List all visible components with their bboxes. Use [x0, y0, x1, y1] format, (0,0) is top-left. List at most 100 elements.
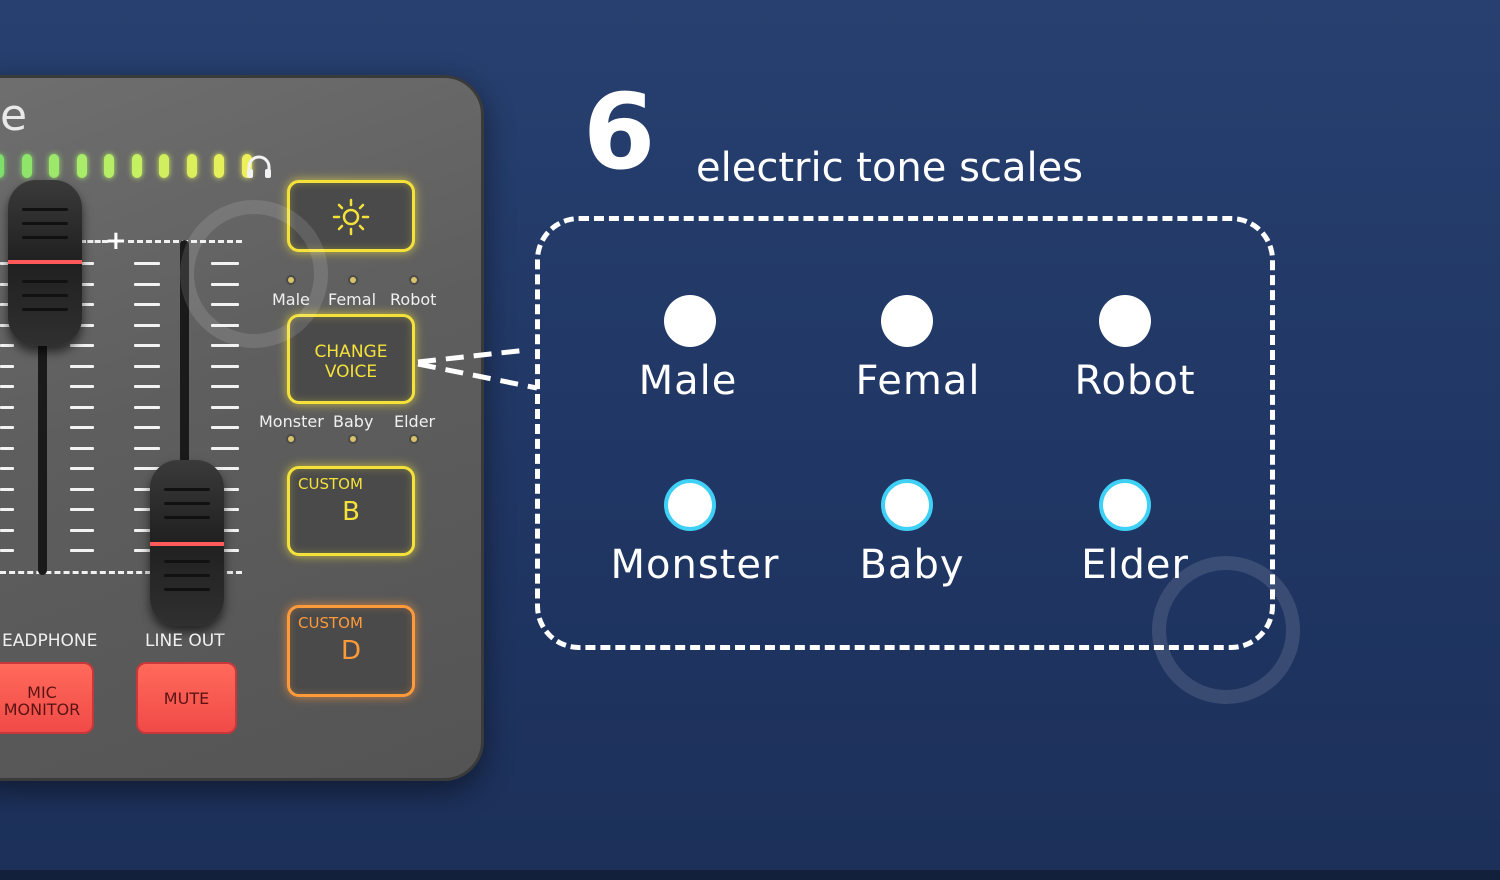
scale-tick: [70, 426, 94, 429]
scale-tick: [134, 488, 160, 491]
level-led: [0, 154, 4, 178]
scale-tick: [0, 344, 14, 347]
elder-indicator: [411, 436, 417, 442]
scale-tick: [70, 467, 94, 470]
scale-tick: [134, 303, 160, 306]
level-led: [186, 154, 197, 178]
level-led: [49, 154, 59, 178]
scale-tick: [134, 262, 160, 265]
scale-tick: [134, 344, 160, 347]
headphone-fader-knob[interactable]: [8, 180, 82, 346]
fader-top-divider: [80, 240, 108, 243]
scale-tick: [211, 344, 239, 347]
custom-b-letter: B: [342, 497, 360, 527]
scale-tick: [211, 365, 239, 368]
change-voice-line1: CHANGE: [314, 342, 388, 362]
scale-tick: [211, 426, 239, 429]
scale-tick: [211, 447, 239, 450]
scale-tick: [0, 262, 14, 265]
lineout-fader-track: [180, 240, 189, 570]
monster-indicator: [288, 436, 294, 442]
custom-d-letter: D: [340, 636, 362, 666]
scale-tick: [70, 344, 94, 347]
scale-tick: [70, 406, 94, 409]
tone-options-box: [535, 216, 1275, 650]
option-monster-label: Monster: [610, 542, 780, 588]
scale-tick: [70, 488, 94, 491]
scale-tick: [70, 303, 94, 306]
custom-d-sub: CUSTOM: [298, 614, 363, 632]
scale-tick: [134, 549, 160, 552]
change-voice-line2: VOICE: [324, 362, 378, 382]
scale-tick: [134, 406, 160, 409]
femal-indicator: [350, 277, 356, 283]
tone-count-number: 6: [583, 71, 656, 193]
change-voice-button[interactable]: CHANGE VOICE: [287, 314, 415, 404]
scale-tick: [0, 508, 14, 511]
scale-tick: [134, 324, 160, 327]
scale-tick: [0, 283, 14, 286]
mic-monitor-line2: MONITOR: [3, 700, 81, 719]
scale-tick: [70, 324, 94, 327]
robot-indicator: [411, 277, 417, 283]
scale-tick: [0, 406, 14, 409]
option-monster-dot: [664, 479, 716, 531]
level-led: [241, 154, 252, 178]
scale-tick: [0, 365, 14, 368]
scale-tick: [134, 426, 160, 429]
scale-tick: [134, 447, 160, 450]
custom-b-button[interactable]: CUSTOM B: [287, 466, 415, 556]
scale-tick: [70, 283, 94, 286]
option-male-label: Male: [638, 358, 738, 404]
scale-tick: [211, 406, 239, 409]
scale-tick: [70, 262, 94, 265]
option-robot-label: Robot: [1074, 358, 1196, 404]
scale-tick: [70, 549, 94, 552]
scale-tick: [0, 467, 14, 470]
level-led: [21, 154, 32, 178]
device-label-femal: Femal: [328, 290, 377, 309]
headphone-icon: [247, 155, 271, 178]
option-femal-label: Femal: [855, 358, 981, 404]
fader-bottom-divider: [0, 571, 242, 574]
scale-tick: [70, 365, 94, 368]
plus-icon: +: [105, 226, 127, 256]
headphone-fader-track: [38, 190, 47, 575]
level-led: [104, 154, 114, 178]
headline: electric tone scales: [696, 145, 1084, 191]
scale-tick: [134, 283, 160, 286]
scale-tick: [134, 385, 160, 388]
scale-tick: [0, 447, 14, 450]
scale-tick: [0, 324, 14, 327]
level-led: [131, 154, 142, 178]
scale-tick: [211, 385, 239, 388]
option-male-dot: [664, 295, 716, 347]
scale-tick: [211, 508, 239, 511]
sun-icon: [332, 198, 370, 236]
scale-tick: [70, 529, 94, 532]
watermark-logo: [180, 200, 328, 348]
scale-tick: [70, 508, 94, 511]
lineout-fader-knob[interactable]: [150, 460, 224, 626]
option-femal-dot: [881, 295, 933, 347]
brand-text-fragment: e: [0, 90, 28, 141]
scale-tick: [211, 467, 239, 470]
custom-b-sub: CUSTOM: [298, 475, 363, 493]
scale-tick: [211, 488, 239, 491]
scale-tick: [211, 549, 239, 552]
scale-tick: [0, 529, 14, 532]
scale-tick: [0, 549, 14, 552]
scale-tick: [70, 385, 94, 388]
option-elder-dot: [1099, 479, 1151, 531]
scale-tick: [0, 385, 14, 388]
mute-label: MUTE: [163, 689, 210, 708]
scale-tick: [211, 529, 239, 532]
mute-button[interactable]: MUTE: [136, 662, 237, 734]
option-elder-label: Elder: [1081, 542, 1189, 588]
scale-tick: [70, 447, 94, 450]
bottom-edge-strip: [0, 870, 1500, 880]
baby-indicator: [350, 436, 356, 442]
option-robot-dot: [1099, 295, 1151, 347]
custom-d-button[interactable]: CUSTOM D: [287, 605, 415, 697]
mic-monitor-button[interactable]: MIC MONITOR: [0, 662, 94, 734]
